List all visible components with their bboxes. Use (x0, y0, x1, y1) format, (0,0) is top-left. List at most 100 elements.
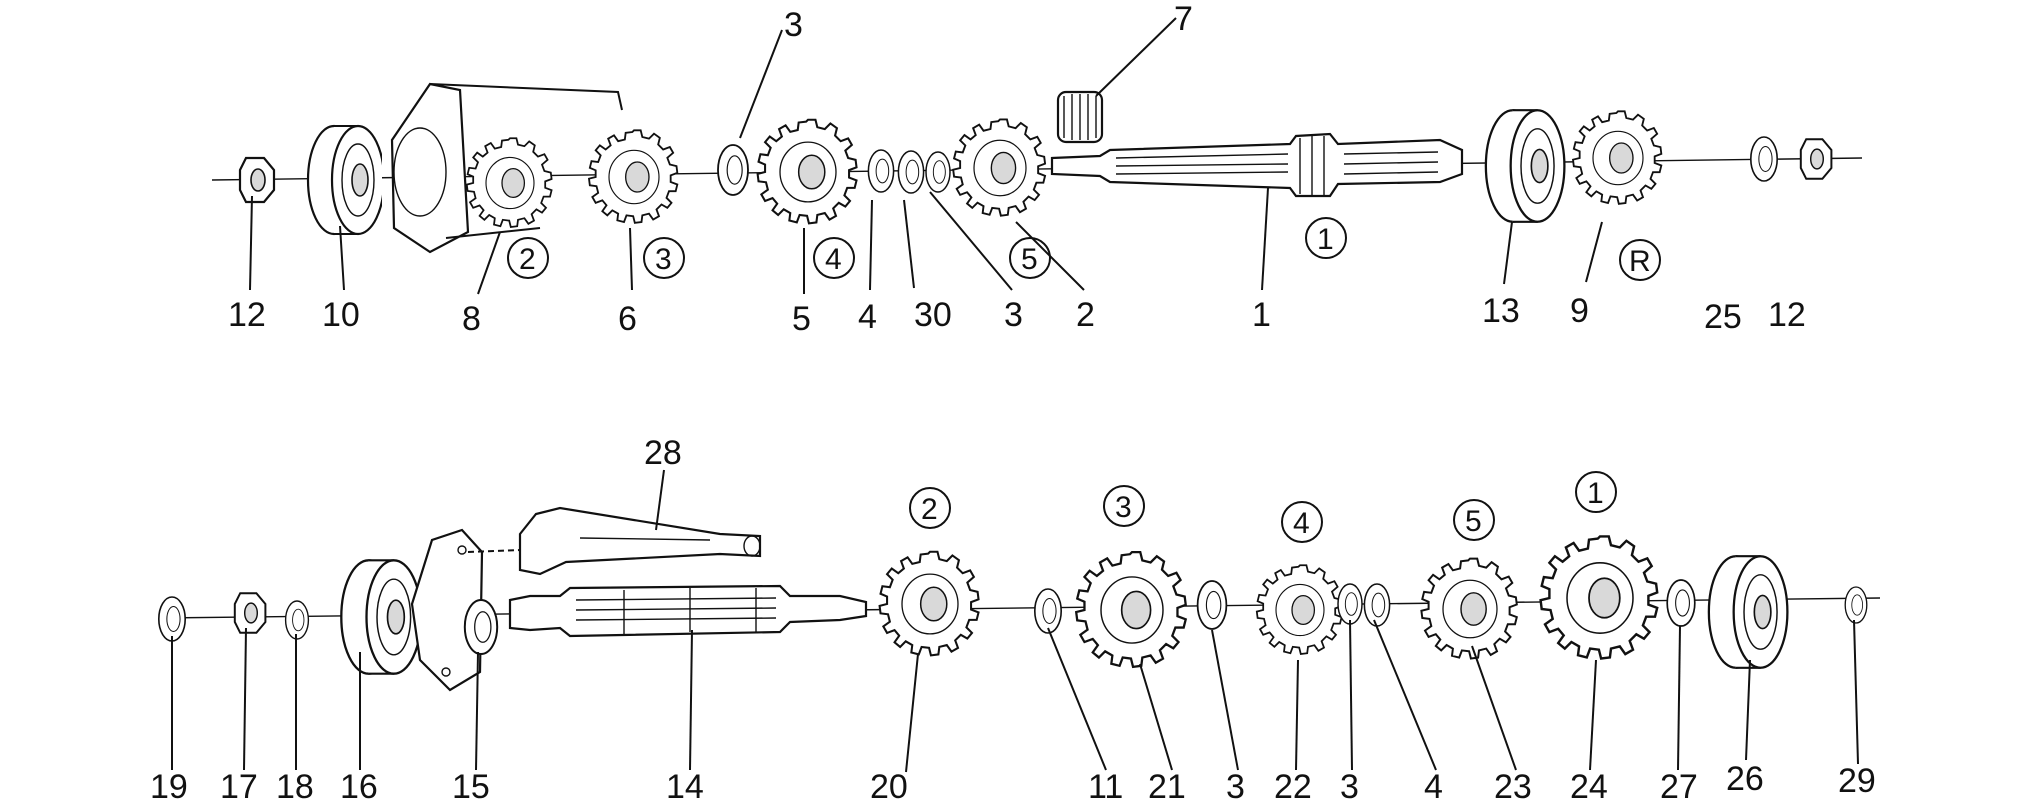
bearing-26 (1707, 554, 1789, 670)
gear-marker-2: 2 (507, 237, 549, 279)
svg-text:5: 5 (1465, 505, 1482, 538)
label-7: 7 (1174, 0, 1193, 38)
gear-marker-4: 4 (1281, 501, 1323, 543)
gear-marker-1: 1 (1305, 217, 1347, 259)
ring-15 (463, 598, 499, 656)
gear-5 (756, 118, 858, 225)
gear-20 (878, 550, 980, 657)
label-12: 12 (1768, 296, 1806, 334)
nut-12-right (1799, 138, 1833, 180)
nut-17 (233, 591, 267, 635)
shift-rod-28 (467, 506, 762, 576)
bearing-10 (306, 124, 382, 236)
gear-marker-R: R (1619, 239, 1661, 281)
label-25: 25 (1704, 298, 1742, 336)
label-2: 2 (1076, 296, 1095, 334)
ring-18 (284, 600, 310, 640)
svg-text:3: 3 (655, 243, 672, 276)
label-4: 4 (1424, 768, 1443, 803)
label-14: 14 (666, 768, 704, 803)
svg-text:2: 2 (921, 493, 938, 526)
ring-3-bottom-a (1196, 579, 1228, 631)
svg-text:1: 1 (1587, 477, 1604, 510)
svg-text:4: 4 (1293, 507, 1310, 540)
svg-text:1: 1 (1317, 223, 1334, 256)
label-3: 3 (1226, 768, 1245, 803)
label-11: 11 (1088, 768, 1123, 803)
label-17: 17 (220, 768, 258, 803)
gear-marker-5: 5 (1453, 499, 1495, 541)
ring-27 (1666, 578, 1696, 628)
gear-6 (587, 129, 679, 224)
gear-marker-1: 1 (1575, 471, 1617, 513)
svg-text:R: R (1629, 245, 1651, 278)
label-22: 22 (1274, 768, 1312, 803)
gear-marker-5: 5 (1009, 237, 1051, 279)
ring-11 (1033, 588, 1063, 634)
label-24: 24 (1570, 768, 1608, 803)
gear-marker-4: 4 (813, 237, 855, 279)
gear-marker-3: 3 (643, 237, 685, 279)
svg-text:5: 5 (1021, 243, 1038, 276)
label-20: 20 (870, 768, 908, 803)
gear-21 (1074, 550, 1188, 669)
label-5: 5 (792, 300, 811, 338)
output-shaft-assembly (157, 469, 1881, 773)
label-13: 13 (1482, 292, 1520, 330)
ring-3-bottom-b (1337, 583, 1363, 625)
bearing-13 (1484, 108, 1566, 224)
leader-lines-bottom (171, 469, 1859, 773)
needle-bearing-7 (1056, 90, 1104, 144)
label-18: 18 (276, 768, 314, 803)
input-shaft-assembly (211, 17, 1863, 295)
label-29: 29 (1838, 762, 1876, 800)
label-3: 3 (784, 6, 803, 44)
ring-3-top-b (925, 151, 951, 193)
svg-text:2: 2 (519, 243, 536, 276)
label-9: 9 (1570, 292, 1589, 330)
label-4: 4 (858, 298, 877, 336)
label-12: 12 (228, 296, 266, 334)
label-26: 26 (1726, 760, 1764, 798)
part-labels-top: 12 10 8 6 3 5 4 30 3 2 7 1 13 9 25 12 (228, 0, 1806, 338)
gear-markers-bottom: 2 3 4 5 1 (909, 471, 1617, 543)
label-30: 30 (914, 296, 952, 334)
label-1: 1 (1252, 296, 1271, 334)
gear-9 (1571, 110, 1663, 206)
clip-29 (1844, 586, 1868, 624)
ring-30-top (897, 150, 925, 194)
svg-text:3: 3 (1115, 491, 1132, 524)
gear-8 (465, 137, 553, 229)
gear-marker-3: 3 (1103, 485, 1145, 527)
label-15: 15 (452, 768, 490, 803)
output-shaft-14 (508, 584, 868, 638)
label-21: 21 (1148, 768, 1186, 803)
label-6: 6 (618, 300, 637, 338)
gear-2 (952, 118, 1047, 217)
ring-4-top (867, 149, 895, 193)
label-8: 8 (462, 300, 481, 338)
ring-3-top-a (716, 143, 750, 197)
input-shaft-1 (1050, 132, 1464, 198)
gear-markers-top: 2 3 4 5 1 R (507, 217, 1661, 281)
svg-text:4: 4 (825, 243, 842, 276)
label-16: 16 (340, 768, 378, 803)
part-labels-bottom: 19 17 18 16 15 28 14 20 11 21 3 22 3 4 2… (150, 434, 1876, 803)
cover-plate (390, 82, 623, 254)
leader-lines-top (249, 17, 1603, 295)
bearing-16 (339, 558, 423, 676)
gear-24 (1539, 534, 1659, 660)
label-3: 3 (1004, 296, 1023, 334)
ring-4-bottom (1363, 583, 1391, 627)
label-19: 19 (150, 768, 188, 803)
label-3: 3 (1340, 768, 1359, 803)
gear-23 (1420, 557, 1518, 660)
label-10: 10 (322, 296, 360, 334)
label-27: 27 (1660, 768, 1698, 803)
label-28: 28 (644, 434, 682, 472)
gear-marker-2: 2 (909, 487, 951, 529)
nut-12-left (238, 156, 276, 204)
washer-25 (1749, 136, 1779, 182)
gear-22 (1255, 564, 1343, 656)
